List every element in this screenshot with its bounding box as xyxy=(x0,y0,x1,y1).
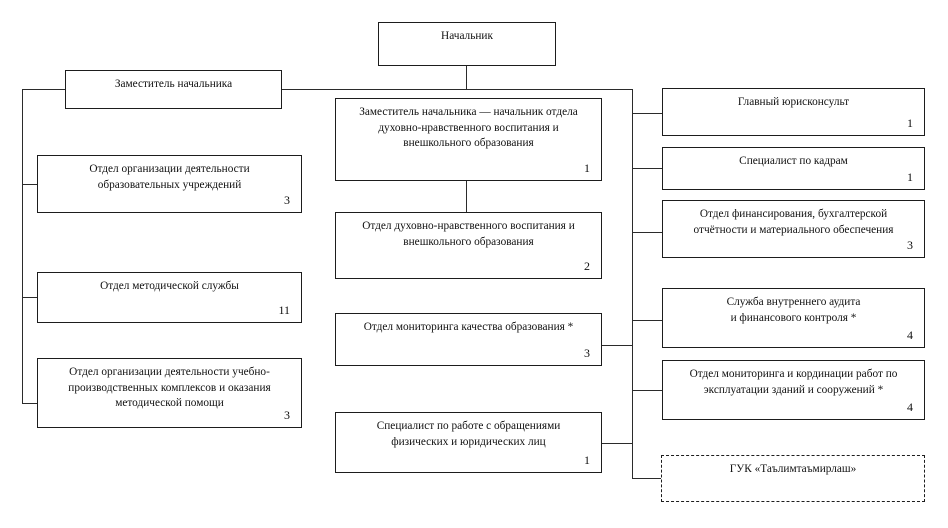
node-internal-audit-service-label: Служба внутреннего аудита и финансового … xyxy=(726,296,861,324)
node-hr-specialist-count: 1 xyxy=(907,170,913,184)
node-specialist-appeals-label: Специалист по работе с обращениями физич… xyxy=(376,420,561,448)
connector-left-stub-0 xyxy=(22,184,38,186)
connector-center-stub-1 xyxy=(466,181,468,212)
node-chief[interactable]: Начальник xyxy=(378,22,556,66)
node-dept-finance-accounting-label: Отдел финансирования, бухгалтерской отчё… xyxy=(693,208,894,236)
node-dept-training-complexes[interactable]: Отдел организации деятельности учебно- п… xyxy=(37,358,302,428)
node-dept-quality-monitoring-count: 3 xyxy=(584,346,590,360)
connector-right-stub-3 xyxy=(632,320,662,322)
node-dept-methodical-service-count: 11 xyxy=(278,303,290,317)
node-dept-training-complexes-count: 3 xyxy=(284,408,290,422)
connector-left-stub-2 xyxy=(22,403,38,405)
node-specialist-appeals-count: 1 xyxy=(584,453,590,467)
node-guk-talimtamirlash-label: ГУК «Таълимтаъмирлаш» xyxy=(729,463,857,475)
connector-center-quality-to-trunk xyxy=(601,345,633,347)
node-deputy-chief-label: Заместитель начальника xyxy=(114,78,233,90)
node-dept-buildings-monitoring[interactable]: Отдел мониторинга и кординации работ по … xyxy=(662,360,925,420)
node-dept-finance-accounting-count: 3 xyxy=(907,238,913,252)
node-dept-buildings-monitoring-count: 4 xyxy=(907,400,913,414)
connector-right-stub-2 xyxy=(632,232,662,234)
node-dept-spiritual-education[interactable]: Отдел духовно-нравственного воспитания и… xyxy=(335,212,602,279)
node-dept-edu-institutions-label: Отдел организации деятельности образоват… xyxy=(89,163,250,191)
node-chief-legal-counsel[interactable]: Главный юрисконсульт 1 xyxy=(662,88,925,136)
connector-center-appeals-to-trunk xyxy=(601,443,633,445)
node-dept-quality-monitoring[interactable]: Отдел мониторинга качества образования *… xyxy=(335,313,602,366)
node-deputy-chief-spiritual[interactable]: Заместитель начальника — начальник отдел… xyxy=(335,98,602,181)
node-internal-audit-service[interactable]: Служба внутреннего аудита и финансового … xyxy=(662,288,925,348)
node-chief-legal-counsel-count: 1 xyxy=(907,116,913,130)
node-dept-spiritual-education-label: Отдел духовно-нравственного воспитания и… xyxy=(362,220,575,248)
connector-chief-down xyxy=(466,66,468,90)
node-dept-finance-accounting[interactable]: Отдел финансирования, бухгалтерской отчё… xyxy=(662,200,925,258)
node-hr-specialist[interactable]: Специалист по кадрам 1 xyxy=(662,147,925,190)
node-dept-methodical-service-label: Отдел методической службы xyxy=(100,280,239,292)
connector-left-stub-1 xyxy=(22,297,38,299)
node-deputy-chief-spiritual-label: Заместитель начальника — начальник отдел… xyxy=(359,106,578,149)
node-chief-label: Начальник xyxy=(441,30,493,42)
node-dept-edu-institutions[interactable]: Отдел организации деятельности образоват… xyxy=(37,155,302,213)
node-guk-talimtamirlash[interactable]: ГУК «Таълимтаъмирлаш» xyxy=(661,455,925,502)
node-dept-training-complexes-label: Отдел организации деятельности учебно- п… xyxy=(68,366,271,409)
node-dept-edu-institutions-count: 3 xyxy=(284,193,290,207)
node-internal-audit-service-count: 4 xyxy=(907,328,913,342)
node-dept-methodical-service[interactable]: Отдел методической службы 11 xyxy=(37,272,302,323)
connector-right-trunk xyxy=(632,89,634,479)
connector-right-stub-4 xyxy=(632,390,662,392)
node-dept-buildings-monitoring-label: Отдел мониторинга и кординации работ по … xyxy=(689,368,898,396)
connector-right-stub-1 xyxy=(632,168,662,170)
node-specialist-appeals[interactable]: Специалист по работе с обращениями физич… xyxy=(335,412,602,473)
node-dept-quality-monitoring-label: Отдел мониторинга качества образования * xyxy=(363,321,574,333)
connector-right-stub-0 xyxy=(632,113,662,115)
connector-deputy-right xyxy=(281,89,633,91)
node-deputy-chief-spiritual-count: 1 xyxy=(584,161,590,175)
connector-right-stub-5 xyxy=(632,478,662,480)
connector-deputy-left-stub xyxy=(22,89,66,91)
node-deputy-chief[interactable]: Заместитель начальника xyxy=(65,70,282,109)
node-chief-legal-counsel-label: Главный юрисконсульт xyxy=(737,96,850,108)
node-hr-specialist-label: Специалист по кадрам xyxy=(739,155,848,167)
connector-left-trunk xyxy=(22,89,24,404)
node-dept-spiritual-education-count: 2 xyxy=(584,259,590,273)
